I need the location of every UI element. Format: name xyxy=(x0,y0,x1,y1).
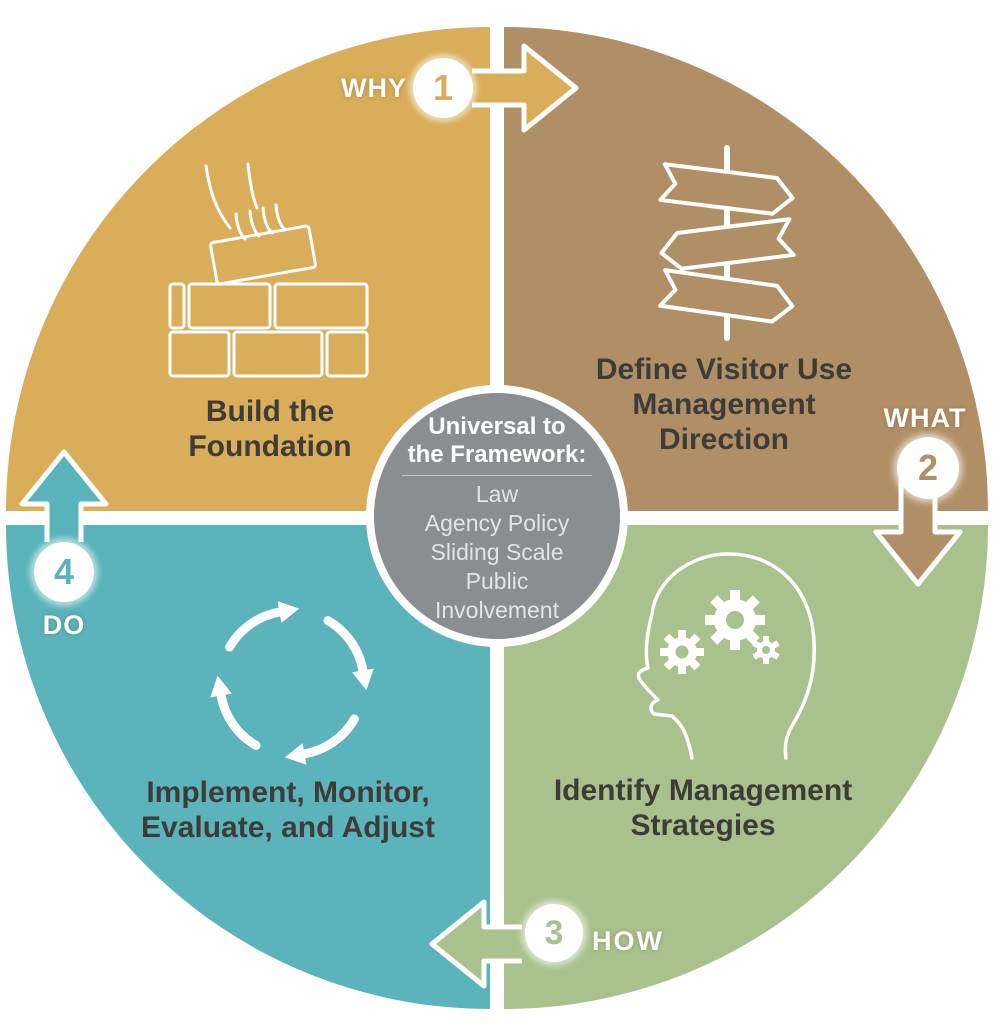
question-how: HOW xyxy=(592,926,664,956)
step-badge-4: 4 xyxy=(34,542,94,602)
center-hub-circle xyxy=(374,393,620,639)
step-badge-1: 1 xyxy=(413,58,473,118)
hub-heading-line-2: the Framework: xyxy=(407,441,587,468)
hub-item-agency-policy: Agency Policy xyxy=(424,510,570,536)
brick-laying-icon xyxy=(168,162,369,378)
hub-item-public-involvement: Public Involvement xyxy=(434,568,559,623)
quadrant-3-identify-strategies xyxy=(504,525,988,1009)
label-line: Evaluate, and Adjust xyxy=(141,811,435,844)
label-implement-monitor: Implement, Monitor, Evaluate, and Adjust xyxy=(108,775,468,845)
step-number: 4 xyxy=(53,551,75,592)
label-line: Implement, Monitor, xyxy=(146,776,430,809)
signpost-icon xyxy=(658,145,796,341)
label-line: Define Visitor Use xyxy=(595,353,853,386)
label-build-foundation: Build the Foundation xyxy=(120,394,420,464)
hub-item-law: Law xyxy=(475,481,519,507)
label-line: Identify Management xyxy=(553,774,853,807)
center-hub-text: Universal to the Framework: Law Agency P… xyxy=(382,413,612,625)
label-define-direction: Define Visitor Use Management Direction xyxy=(574,352,874,457)
head-gears-icon xyxy=(636,552,816,760)
cycle-arrows-icon xyxy=(210,601,374,765)
hub-item-sliding-scale: Sliding Scale xyxy=(430,539,564,565)
question-do: DO xyxy=(42,610,86,640)
quadrant-2-define-direction xyxy=(504,27,988,511)
label-line: Build the xyxy=(205,395,335,428)
gear-small xyxy=(752,636,780,664)
label-line: Foundation xyxy=(188,430,352,463)
quadrant-4-implement-monitor xyxy=(6,525,490,1009)
arrow-step3-to-step4 xyxy=(429,899,522,989)
question-what: WHAT xyxy=(883,403,967,433)
arrow-step2-to-step3 xyxy=(873,478,963,587)
step-number: 1 xyxy=(432,67,454,108)
label-line: Strategies xyxy=(630,809,776,842)
label-line: Direction xyxy=(658,423,790,456)
hub-heading-line-1: Universal to xyxy=(428,413,566,440)
arrow-step4-to-step1 xyxy=(19,449,109,542)
step-badge-2: 2 xyxy=(897,437,959,499)
label-line: Management xyxy=(632,388,816,421)
quadrant-1-build-foundation xyxy=(6,27,490,511)
label-identify-strategies: Identify Management Strategies xyxy=(523,773,883,843)
question-why: WHY xyxy=(341,73,407,103)
hub-divider xyxy=(402,475,592,476)
arrow-step1-to-step2 xyxy=(472,43,579,133)
step-number: 2 xyxy=(917,447,939,488)
step-badge-3: 3 xyxy=(525,904,583,962)
gear-medium xyxy=(660,630,704,674)
step-number: 3 xyxy=(544,913,564,952)
